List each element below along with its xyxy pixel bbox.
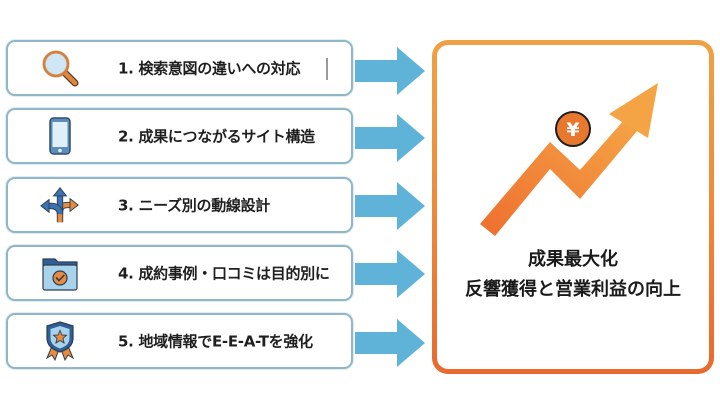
item-label: 1. 検索意図の違いへの対応: [118, 59, 301, 78]
connector-arrow-icon: [355, 47, 425, 95]
growth-arrow-yen-icon: ¥: [480, 83, 658, 236]
item-2-site-structure: 2. 成果につながるサイト構造: [6, 108, 353, 164]
magnifier-icon: [40, 48, 80, 88]
connector-arrow-icon: [355, 114, 425, 162]
result-title: 成果最大化: [528, 249, 618, 270]
item-label: 5. 地域情報でE-E-A-Tを強化: [118, 332, 313, 351]
item-label: 4. 成約事例・口コミは目的別に: [118, 264, 330, 283]
connector-arrow-icon: [355, 250, 425, 298]
item-4-case-reviews: 4. 成約事例・口コミは目的別に: [6, 245, 353, 301]
item-5-eeat: 5. 地域情報でE-E-A-Tを強化: [6, 313, 353, 369]
result-text: 成果最大化 反響獲得と営業利益の向上: [437, 245, 709, 305]
item-1-search-intent: 1. 検索意図の違いへの対応: [6, 40, 353, 96]
yen-symbol: ¥: [566, 119, 579, 141]
item-label: 2. 成果につながるサイト構造: [118, 127, 315, 146]
split-arrows-icon: [40, 185, 80, 225]
result-box: ¥ 成果最大化 反響獲得と営業利益の向上: [432, 40, 714, 374]
item-label: 3. ニーズ別の動線設計: [118, 196, 271, 215]
result-subtitle: 反響獲得と営業利益の向上: [465, 279, 681, 300]
smartphone-icon: [40, 116, 80, 156]
folder-check-icon: [40, 253, 80, 293]
item-3-flow-design: 3. ニーズ別の動線設計: [6, 177, 353, 233]
connector-arrow-icon: [355, 182, 425, 230]
badge-star-icon: [40, 321, 80, 362]
text-cursor: [326, 58, 328, 80]
connector-arrow-icon: [355, 319, 425, 367]
